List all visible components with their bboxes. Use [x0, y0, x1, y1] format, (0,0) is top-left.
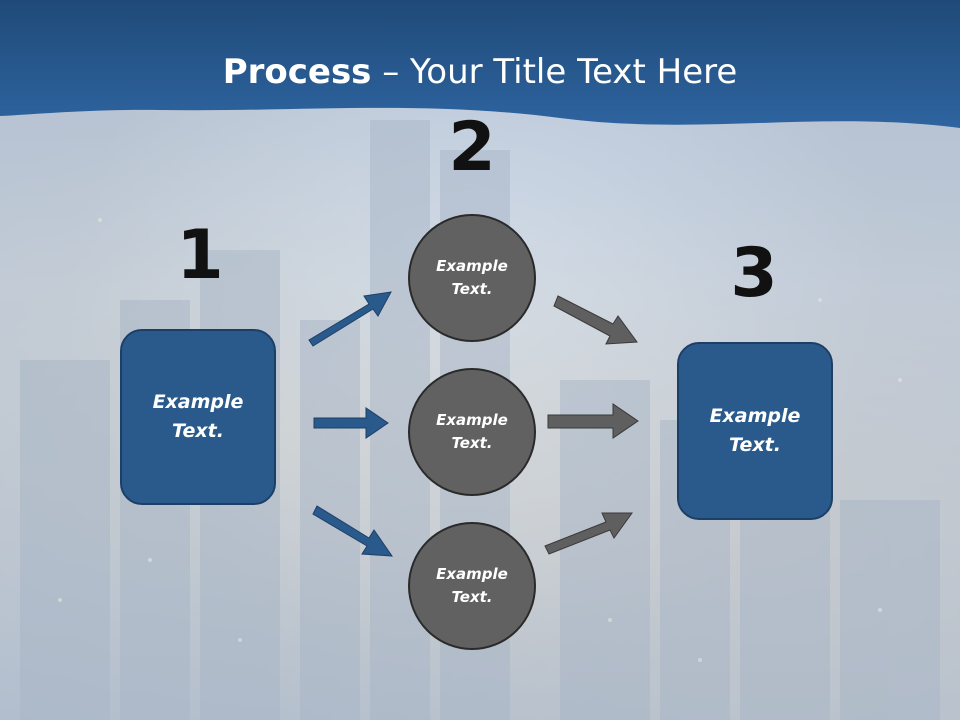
left-box-line1: Example [152, 391, 244, 413]
slide-title: Process – Your Title Text Here [0, 52, 960, 92]
arrow-bottom-to-right [544, 512, 633, 555]
circle-middle-line2: Text. [451, 434, 493, 452]
circle-top-line1: Example [436, 257, 508, 275]
circle-bottom-line1: Example [436, 565, 508, 583]
right-box-line2: Text. [729, 434, 781, 456]
arrow-top-to-right [553, 295, 638, 345]
arrow-left-to-bottom [312, 505, 394, 557]
arrow-middle-to-right [547, 403, 639, 439]
step-number-1: 1 [176, 216, 224, 295]
right-box-line1: Example [709, 405, 801, 427]
title-bold: Process [222, 52, 372, 92]
left-box-line2: Text. [172, 420, 224, 442]
circle-bottom-line2: Text. [451, 588, 493, 606]
circle-middle-line1: Example [436, 411, 508, 429]
arrow-left-to-top [308, 291, 392, 347]
circle-top-line2: Text. [451, 280, 493, 298]
title-rest: – Your Title Text Here [371, 52, 738, 92]
title-banner [0, 0, 960, 128]
step-number-2: 2 [448, 108, 496, 187]
arrow-left-to-middle [313, 407, 389, 439]
step-number-3: 3 [730, 234, 778, 313]
